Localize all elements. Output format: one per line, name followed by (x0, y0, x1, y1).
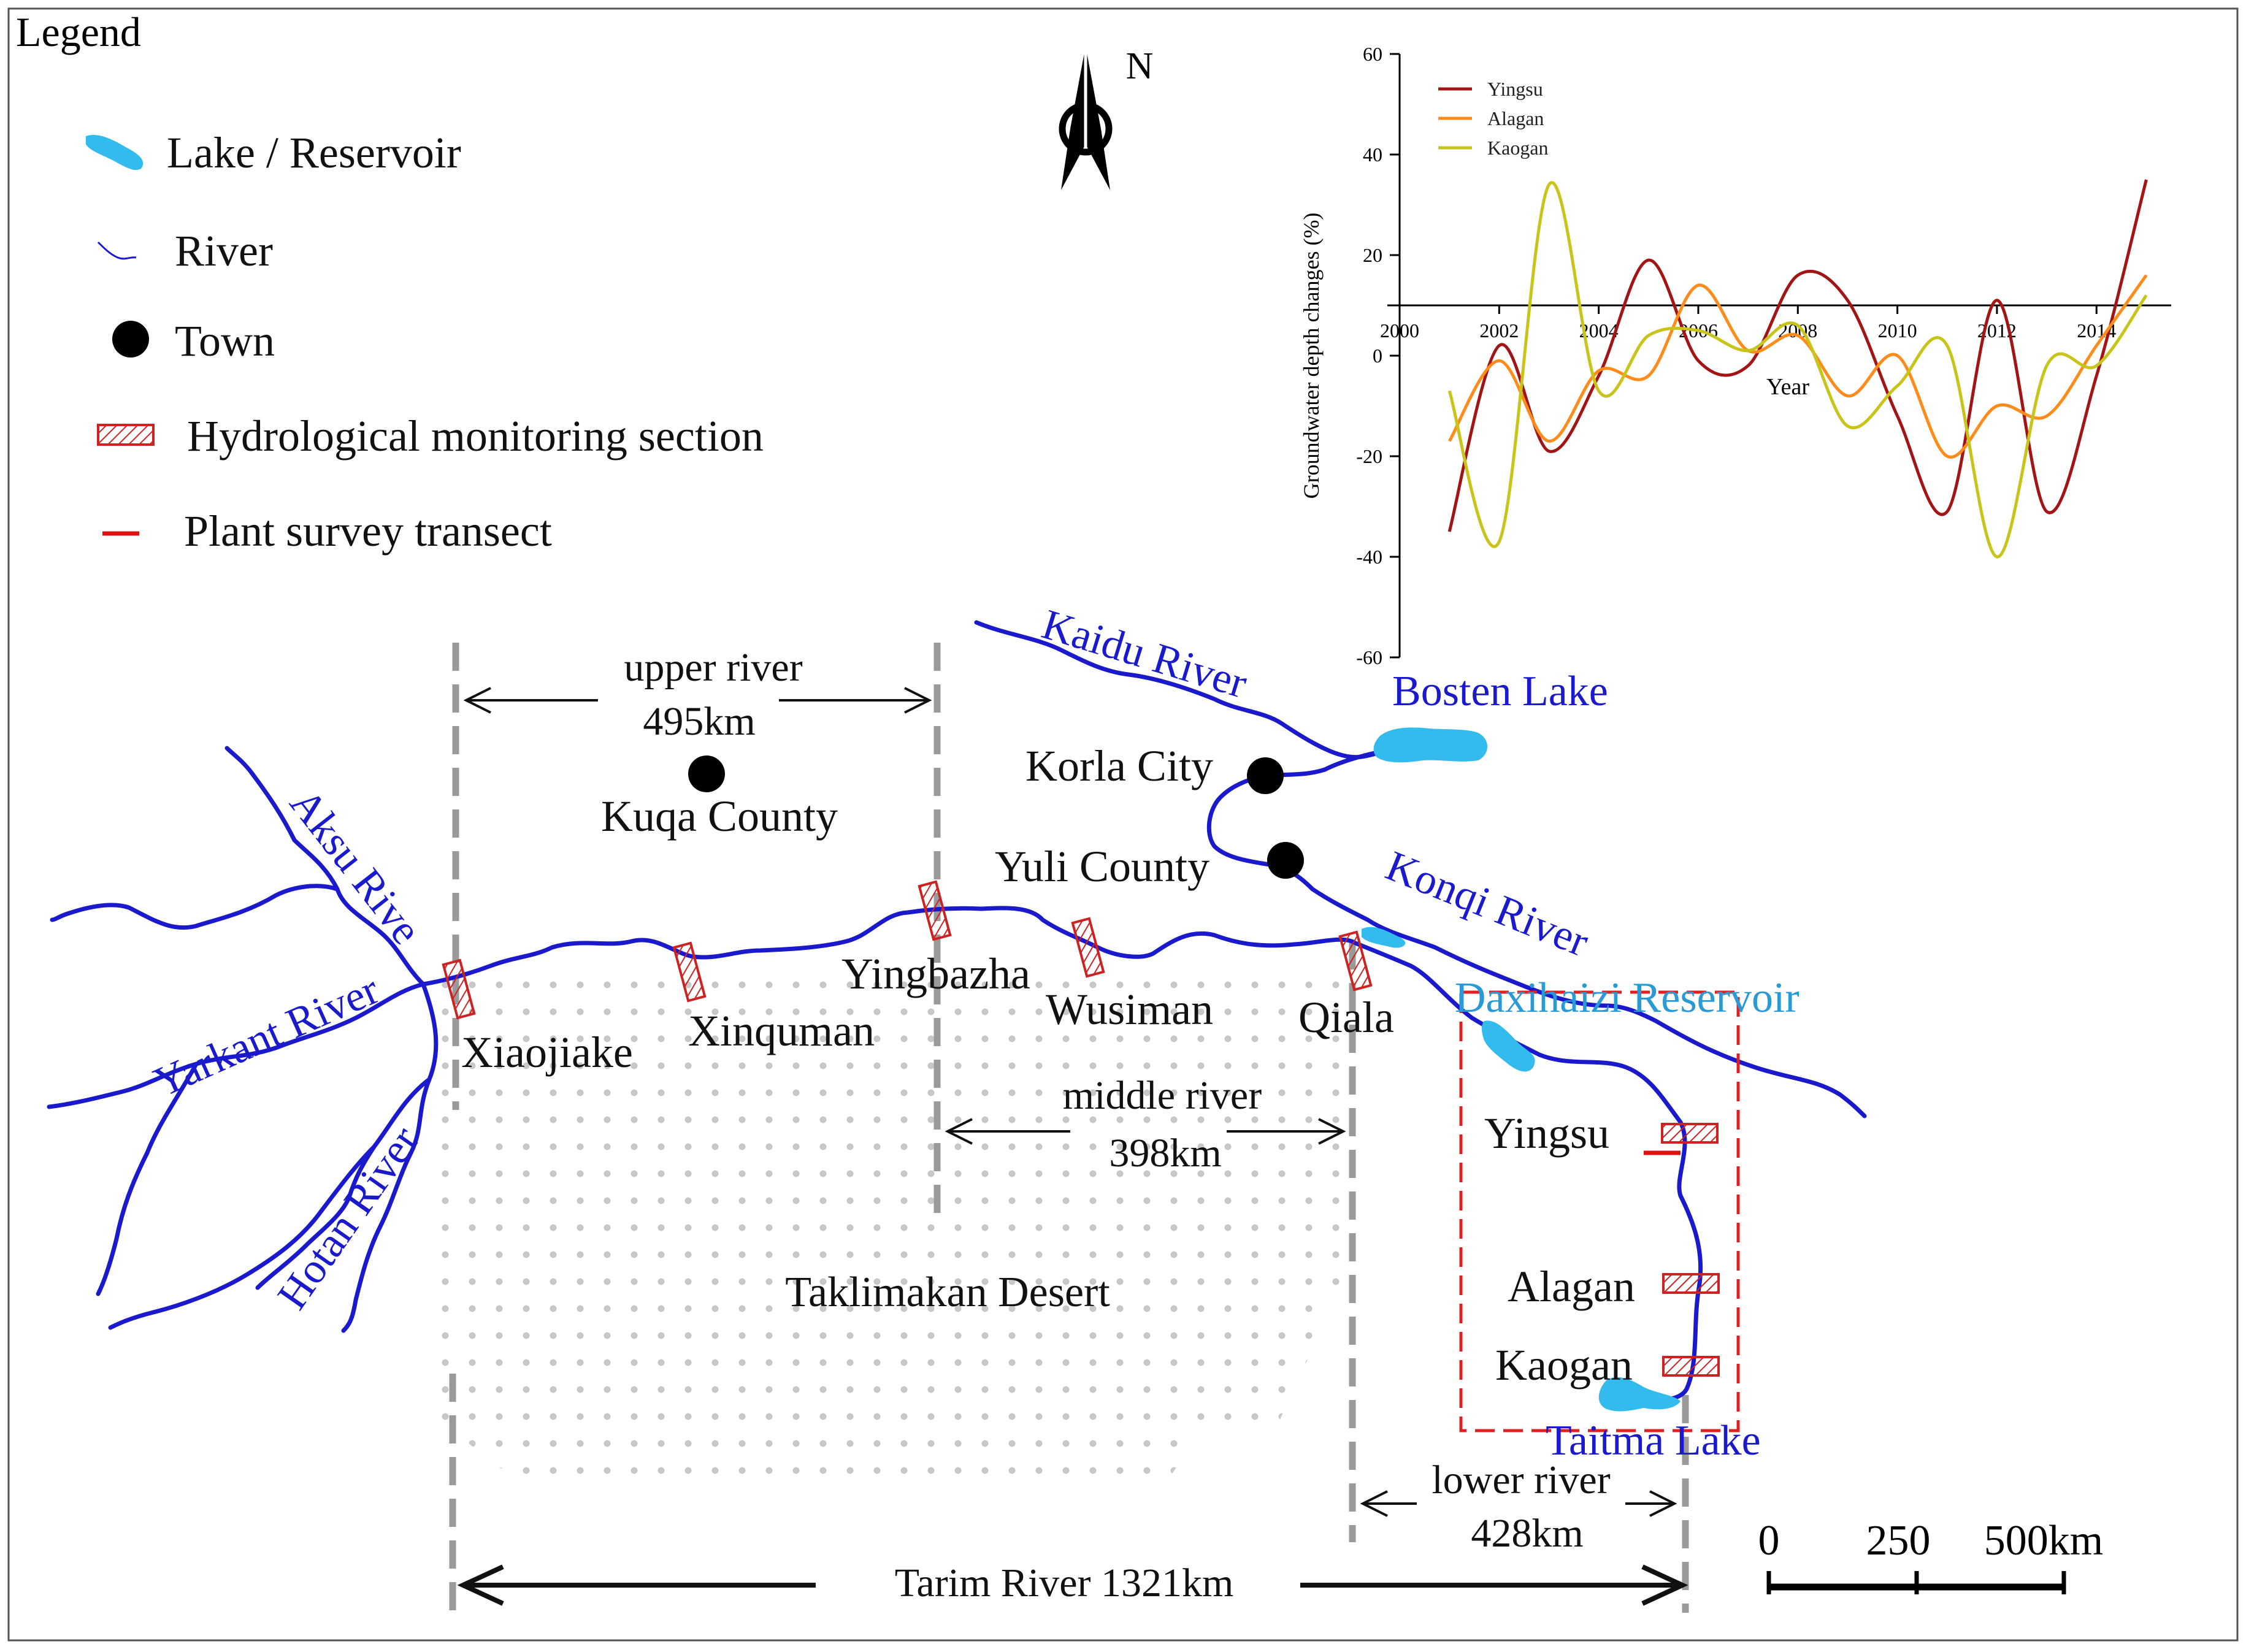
section-yingsu (1662, 1124, 1717, 1142)
chart-x-tick-label: 2010 (1878, 319, 1917, 342)
lower-river-length: 428km (1471, 1511, 1583, 1556)
section-kaogan (1663, 1357, 1719, 1375)
chart-y-tick-label: 20 (1363, 244, 1382, 266)
kuqa-label: Kuqa County (601, 792, 838, 841)
legend-label-town: Town (175, 316, 275, 365)
section-alagan (1663, 1274, 1719, 1293)
aksu-tributary (52, 886, 337, 928)
legend-title: Legend (16, 9, 141, 55)
yingsu-label: Yingsu (1484, 1109, 1609, 1158)
yarkant-river-label: Yarkant River (147, 966, 386, 1107)
xinquman-label: Xinquman (688, 1006, 875, 1055)
chart-y-tick-label: 0 (1373, 345, 1382, 367)
legend-label-hydrological: Hydrological monitoring section (187, 411, 764, 461)
xiaojiake-label: Xiaojiake (461, 1028, 633, 1077)
wusiman-label: Wusiman (1046, 985, 1213, 1034)
town-icon (112, 321, 149, 358)
legend: Legend Lake / Reservoir River Town Hydro… (16, 9, 764, 556)
north-arrow-icon: N (1061, 45, 1153, 190)
chart-y-axis-label: Groundwater depth changes (%) (1299, 213, 1324, 499)
legend-label-transect: Plant survey transect (184, 507, 552, 556)
chart-x-tick-label: 2008 (1778, 319, 1817, 342)
series-line-yingsu (1449, 180, 2146, 532)
chart-x-tick-label: 2000 (1380, 319, 1419, 342)
legend-label-alagan: Alagan (1487, 107, 1544, 129)
aksu-river-label: Aksu Rive (280, 780, 430, 953)
kaogan-label: Kaogan (1495, 1340, 1633, 1390)
yingbazha-label: Yingbazha (841, 949, 1030, 998)
yuli-label: Yuli County (995, 842, 1209, 891)
middle-river-length: 398km (1109, 1131, 1221, 1176)
alagan-label: Alagan (1508, 1262, 1635, 1311)
desert-label: Taklimakan Desert (785, 1269, 1110, 1316)
konqi-river-label: Konqi River (1379, 842, 1595, 966)
chart-x-axis-label: Year (1766, 374, 1809, 400)
legend-label-lake: Lake / Reservoir (167, 128, 461, 177)
taitma-lake-label: Taitma Lake (1546, 1417, 1761, 1464)
chart-x-tick-label: 2002 (1479, 319, 1519, 342)
chart-y-tick-label: -20 (1356, 445, 1382, 467)
upper-river-label: upper river (624, 645, 802, 690)
river-icon (98, 242, 136, 259)
chart-y-tick-label: -40 (1356, 546, 1382, 568)
bosten-lake-label: Bosten Lake (1392, 668, 1608, 715)
qiala-small-lake (1362, 927, 1405, 948)
hotan-river-label: Hotan River (269, 1118, 428, 1318)
hydrological-section-icon (98, 425, 153, 445)
chart-y-tick-label: -60 (1356, 646, 1382, 668)
yuli-town-marker (1267, 842, 1304, 879)
legend-label-yingsu: Yingsu (1487, 78, 1543, 100)
lake-icon (86, 135, 143, 170)
series-line-alagan (1449, 275, 2146, 457)
kaidu-river-label: Kaidu River (1037, 601, 1252, 708)
chart-y-tick-label: 40 (1363, 143, 1382, 166)
section-qiala (1340, 932, 1371, 990)
scale-tick-500: 500km (1984, 1517, 2103, 1564)
kuqa-town-marker (688, 755, 725, 792)
north-label: N (1126, 45, 1154, 87)
scale-tick-0: 0 (1758, 1517, 1780, 1564)
legend-label-river: River (175, 226, 273, 275)
korla-town-marker (1247, 757, 1284, 794)
middle-river-label: middle river (1063, 1073, 1262, 1118)
korla-label: Korla City (1025, 741, 1213, 790)
bosten-lake (1374, 727, 1487, 762)
chart-y-tick-label: 60 (1363, 43, 1382, 65)
qiala-label: Qiala (1298, 993, 1394, 1042)
legend-label-kaogan: Kaogan (1487, 137, 1549, 159)
upper-river-length: 495km (643, 699, 755, 744)
tarim-river-total-label: Tarim River 1321km (895, 1561, 1234, 1605)
daxihaizi-reservoir-label: Daxihaizi Reservoir (1455, 974, 1799, 1022)
scale-bar: 0 250 500km (1758, 1517, 2104, 1594)
scale-tick-250: 250 (1866, 1517, 1931, 1564)
